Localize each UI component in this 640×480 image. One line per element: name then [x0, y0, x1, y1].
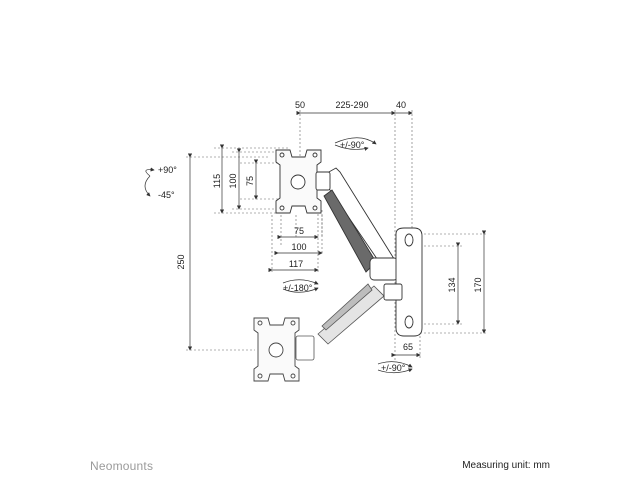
- label-tilt-down: -45°: [158, 190, 175, 200]
- rotation-labels: +90° -45° +/-90° +/-180° +/-90°: [158, 140, 406, 373]
- dim-225-290: 225-290: [335, 100, 368, 110]
- vesa-plate-lower: [253, 317, 300, 382]
- rotation-arcs: [144, 137, 413, 374]
- dimension-labels: 50 225-290 40 115 100 75 75 100 117 250 …: [176, 100, 483, 352]
- dim-117: 117: [289, 259, 303, 269]
- dim-40: 40: [396, 100, 406, 110]
- dimension-arrows: [187, 110, 487, 358]
- dim-170: 170: [473, 277, 483, 292]
- measuring-unit: Measuring unit: mm: [462, 460, 550, 471]
- dim-75-h: 75: [245, 176, 255, 186]
- label-swivel-wall: +/-90°: [381, 363, 406, 373]
- dim-100-w: 100: [291, 242, 306, 252]
- label-tilt-up: +90°: [158, 165, 177, 175]
- dim-115: 115: [212, 174, 222, 188]
- wall-plate: [383, 227, 423, 337]
- arm-upper: [315, 167, 399, 281]
- label-rotate: +/-180°: [283, 283, 313, 293]
- arm-lower-alt-position: [295, 283, 385, 361]
- dim-50: 50: [295, 100, 305, 110]
- vesa-plate-upper: [275, 149, 322, 214]
- dim-75-w: 75: [294, 226, 304, 236]
- dim-100-h: 100: [228, 173, 238, 188]
- dim-65: 65: [403, 342, 413, 352]
- brand-logo: Neomounts: [90, 459, 154, 473]
- dim-134: 134: [447, 277, 457, 292]
- label-swivel-top: +/-90°: [340, 140, 365, 150]
- dim-250: 250: [176, 254, 186, 269]
